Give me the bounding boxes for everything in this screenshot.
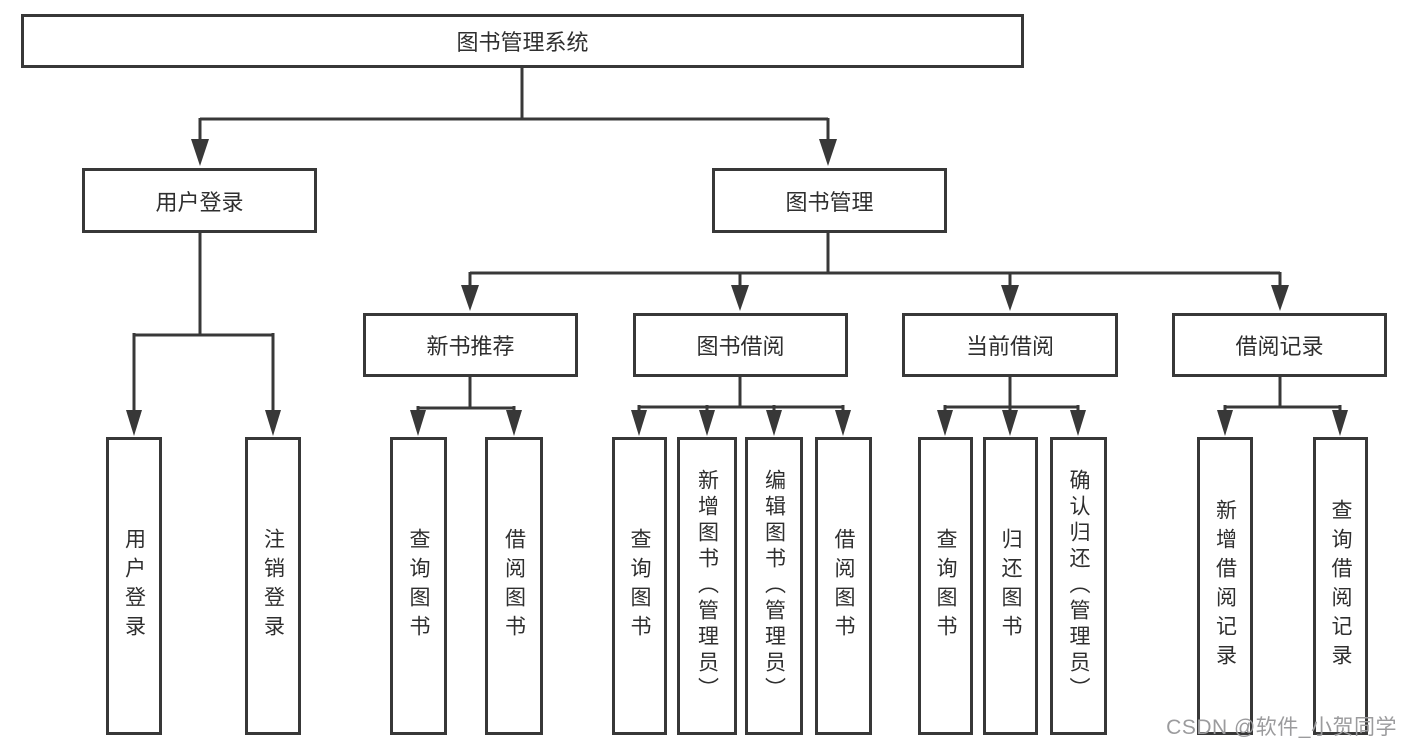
- leaf-query-borrow-record: 查询借阅记录: [1313, 437, 1368, 735]
- node-label: 用户登录: [155, 189, 244, 215]
- leaf-query-books-borrowing: 查询图书: [612, 437, 667, 735]
- node-label: 借阅记录: [1235, 334, 1324, 359]
- node-label: 图书管理系统: [456, 30, 589, 55]
- leaf-label: 查询借阅记录: [1329, 499, 1352, 673]
- leaf-label: 确认归还（管理员）: [1067, 469, 1090, 703]
- leaf-label: 借阅图书: [502, 528, 526, 644]
- node-borrowing-records: 借阅记录: [1172, 313, 1387, 377]
- leaf-label: 查询图书: [628, 528, 651, 644]
- leaf-label: 借阅图书: [832, 528, 855, 644]
- node-user-login: 用户登录: [82, 168, 317, 233]
- node-library-management-system: 图书管理系统: [21, 14, 1024, 68]
- node-label: 新书推荐: [426, 334, 515, 359]
- leaf-label: 编辑图书（管理员）: [762, 469, 786, 703]
- leaf-add-borrow-record: 新增借阅记录: [1197, 437, 1253, 735]
- leaf-return-books: 归还图书: [983, 437, 1038, 735]
- leaf-logout: 注销登录: [245, 437, 301, 735]
- node-book-borrowing: 图书借阅: [633, 313, 848, 377]
- leaf-label: 查询图书: [934, 528, 957, 644]
- leaf-borrow-books-borrowing: 借阅图书: [815, 437, 872, 735]
- leaf-user-login: 用户登录: [106, 437, 162, 735]
- leaf-borrow-books-recommend: 借阅图书: [485, 437, 543, 735]
- leaf-label: 用户登录: [122, 528, 146, 644]
- leaf-query-books-current: 查询图书: [918, 437, 973, 735]
- node-new-book-recommendation: 新书推荐: [363, 313, 578, 377]
- leaf-confirm-return-admin: 确认归还（管理员）: [1050, 437, 1107, 735]
- leaf-label: 注销登录: [261, 528, 285, 644]
- node-label: 图书管理: [785, 189, 874, 215]
- leaf-query-books-recommend: 查询图书: [390, 437, 447, 735]
- node-current-borrowing: 当前借阅: [902, 313, 1118, 377]
- watermark: CSDN @软件_小贺同学: [1166, 716, 1397, 739]
- tree-edges: [132, 68, 1342, 414]
- leaf-label: 新增借阅记录: [1213, 499, 1237, 673]
- node-label: 当前借阅: [965, 334, 1054, 359]
- leaf-edit-books-admin: 编辑图书（管理员）: [745, 437, 803, 735]
- leaf-label: 归还图书: [999, 528, 1022, 644]
- leaf-label: 新增图书（管理员）: [695, 469, 719, 703]
- leaf-add-books-admin: 新增图书（管理员）: [677, 437, 737, 735]
- node-book-management: 图书管理: [712, 168, 947, 233]
- node-label: 图书借阅: [696, 334, 785, 359]
- arrowheads: [126, 139, 1348, 436]
- leaf-label: 查询图书: [407, 528, 430, 644]
